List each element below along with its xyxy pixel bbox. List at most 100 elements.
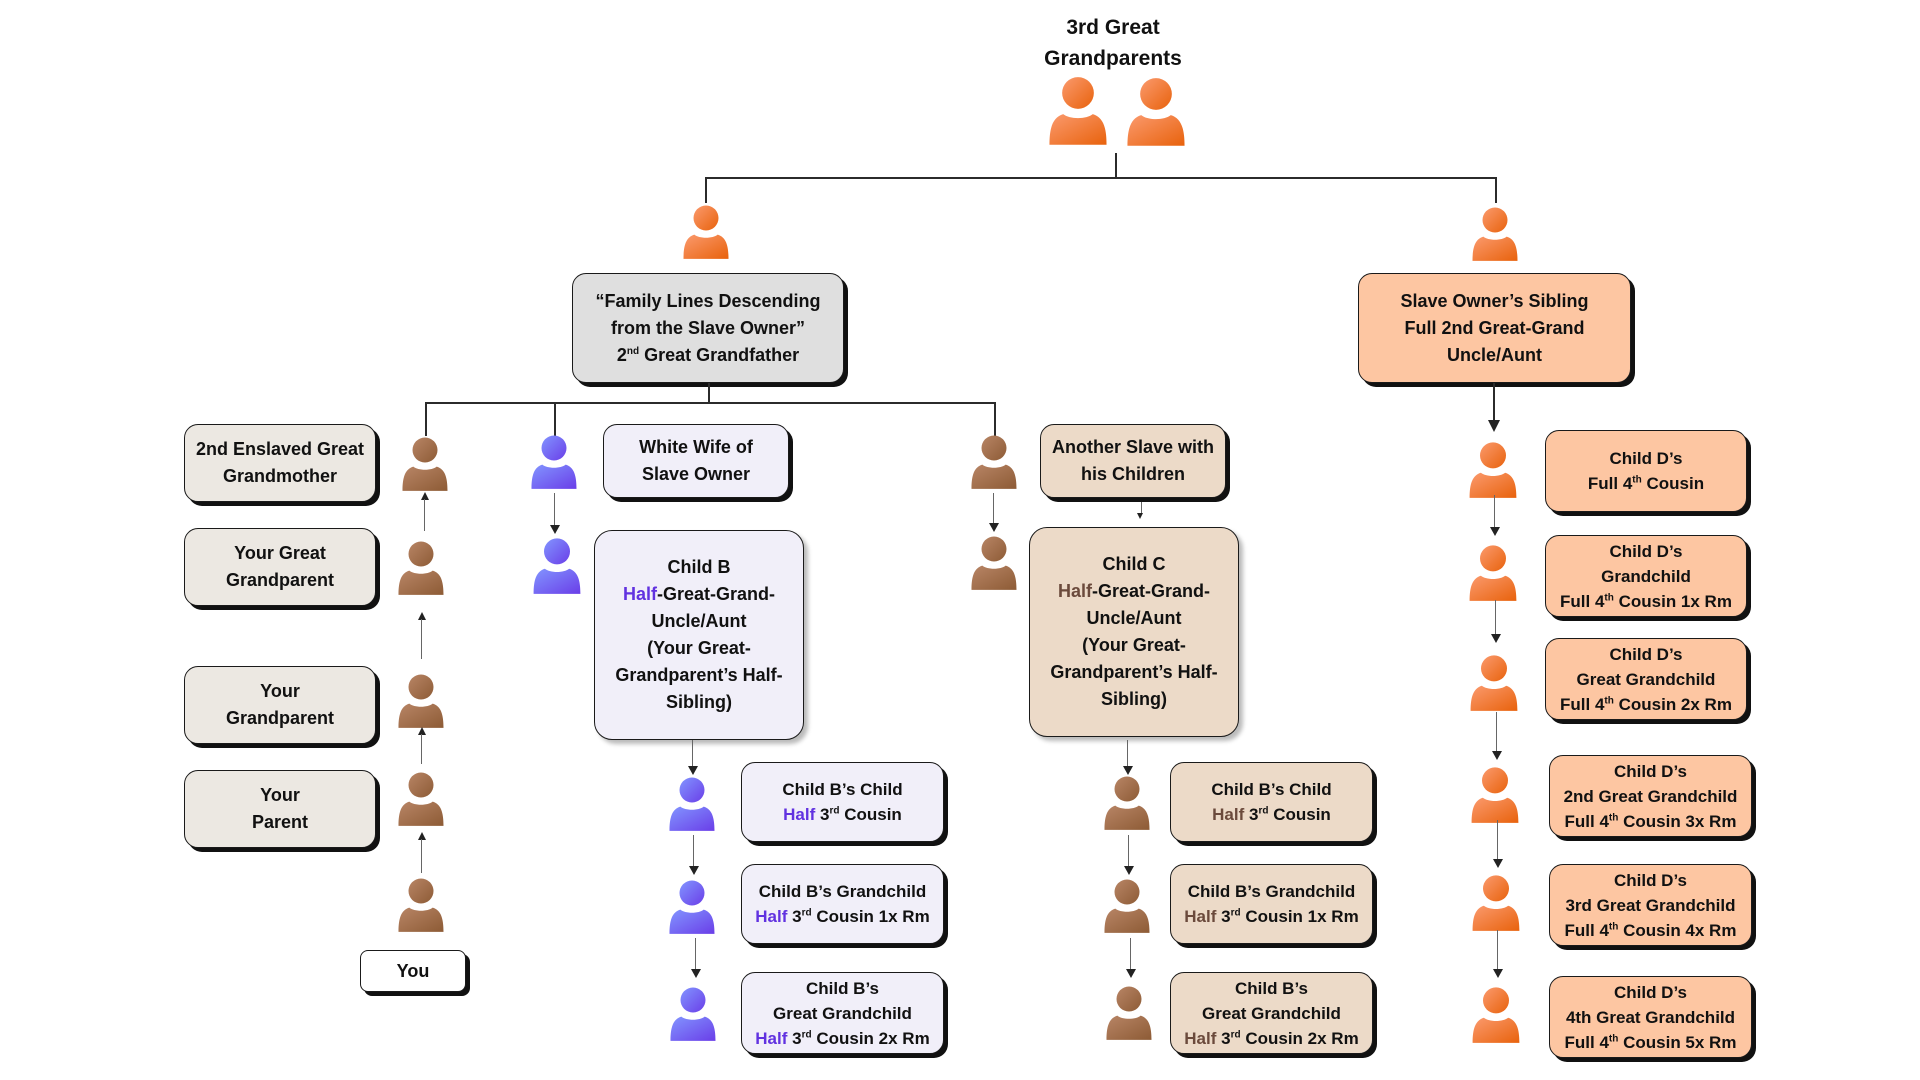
person-icon-3rd-great-grandparent-2 — [1124, 76, 1188, 150]
enslaved-great-grandmother-box: 2nd Enslaved Great Grandmother — [184, 424, 376, 502]
child-b-line4: (Your Great- — [647, 638, 751, 658]
parent-box: Your Parent — [184, 770, 376, 848]
arrow-down-icon — [691, 969, 701, 978]
connector — [1127, 740, 1129, 767]
person-icon-child-c-great-grandchild — [1104, 984, 1154, 1044]
arrow-down-icon — [1126, 969, 1136, 978]
person-icon-slave-owner — [681, 203, 731, 263]
connector — [1497, 820, 1499, 860]
you-label: You — [396, 960, 430, 981]
parent-line2: Parent — [251, 812, 309, 832]
person-icon-child-d-1 — [1467, 440, 1519, 502]
connector — [993, 493, 995, 525]
child-d-box-6: Child D’s 4th Great Grandchild Full 4th … — [1549, 976, 1752, 1058]
child-c-line1: Child C — [1102, 554, 1166, 574]
person-icon-3rd-great-grandparent-1 — [1046, 75, 1110, 149]
connector — [1495, 177, 1497, 203]
child-d-box-4: Child D’s 2nd Great Grandchild Full 4th … — [1549, 755, 1752, 837]
child-c-child-box: Child B’s Child Half 3rd Cousin — [1170, 762, 1373, 842]
child-c-line2: Half-Great-Grand- — [1057, 581, 1211, 601]
child-d-4-line3: Full 4th Cousin 3x Rm — [1564, 811, 1737, 831]
child-d-4-line1: Child D’s — [1613, 761, 1688, 781]
child-b-great-grandchild-line2: Half 3rd Cousin 2x Rm — [755, 1028, 930, 1048]
child-c-line6: Sibling) — [1101, 689, 1167, 709]
arrow-up-icon — [418, 612, 426, 620]
great-grandparent-box: Your Great Grandparent — [184, 528, 376, 606]
connector — [1496, 712, 1498, 752]
connector — [1115, 153, 1117, 178]
owner-sibling-line3: Uncle/Aunt — [1446, 344, 1542, 365]
slave-owner-box: “Family Lines Descending from the Slave … — [572, 273, 844, 383]
connector — [1128, 835, 1130, 867]
person-icon-child-d-4 — [1469, 765, 1521, 827]
child-d-5-line3: Full 4th Cousin 4x Rm — [1564, 920, 1737, 940]
owner-sibling-box: Slave Owner’s Sibling Full 2nd Great-Gra… — [1358, 273, 1631, 383]
arrow-up-icon — [418, 727, 426, 735]
arrow-down-icon — [1490, 527, 1500, 536]
person-icon-owner-sibling — [1470, 205, 1520, 265]
arrow-down-icon — [1488, 420, 1500, 432]
child-c-grandchild-box: Child B’s Grandchild Half 3rd Cousin 1x … — [1170, 864, 1373, 944]
connector — [425, 402, 995, 404]
owner-sibling-line2: Full 2nd Great-Grand — [1404, 317, 1585, 338]
child-b-grandchild-line1: Child B’s Grandchild — [758, 882, 927, 901]
arrow-down-icon — [989, 523, 999, 532]
connector — [1495, 600, 1497, 635]
connector — [424, 499, 426, 531]
child-b-grandchild-line2: Half 3rd Cousin 1x Rm — [755, 907, 930, 926]
person-icon-another-slave — [969, 433, 1019, 493]
child-b-child-line2: Half 3rd Cousin — [783, 805, 902, 824]
arrow-down-icon — [1137, 513, 1143, 519]
arrow-down-icon — [1123, 766, 1133, 775]
slave-owner-line2: from the Slave Owner” — [610, 317, 806, 338]
arrow-down-icon — [1491, 634, 1501, 643]
child-c-grandchild-line2: Half 3rd Cousin 1x Rm — [1184, 907, 1359, 926]
child-b-line6: Sibling) — [666, 692, 732, 712]
child-c-great-grandchild-line1b: Great Grandchild — [1202, 1003, 1341, 1023]
person-icon-parent — [396, 770, 446, 830]
person-icon-white-wife — [529, 433, 579, 493]
another-slave-box: Another Slave with his Children — [1040, 424, 1226, 498]
connector — [421, 619, 423, 659]
child-d-2-line1: Child D’s — [1609, 541, 1683, 561]
child-b-great-grandchild-line1: Child B’s — [805, 978, 880, 998]
grandparent-line1: Your — [260, 681, 300, 701]
person-icon-child-d-3 — [1468, 653, 1520, 715]
root-title-line1: 3rd Great — [1066, 16, 1160, 39]
root-title: 3rd Great Grandparents — [1000, 12, 1226, 74]
great-grandparent-line1: Your Great — [234, 543, 326, 563]
connector — [692, 740, 694, 767]
person-icon-child-b-grandchild — [667, 878, 717, 938]
arrow-down-icon — [1493, 969, 1503, 978]
connector — [1130, 938, 1132, 970]
child-d-box-3: Child D’s Great Grandchild Full 4th Cous… — [1545, 638, 1747, 720]
child-d-2-line3: Full 4th Cousin 1x Rm — [1560, 591, 1732, 611]
child-c-great-grandchild-box: Child B’s Great Grandchild Half 3rd Cous… — [1170, 972, 1373, 1054]
child-d-6-line3: Full 4th Cousin 5x Rm — [1564, 1032, 1737, 1052]
child-c-line3: Uncle/Aunt — [1086, 608, 1182, 628]
connector — [421, 734, 423, 764]
child-d-3-line3: Full 4th Cousin 2x Rm — [1560, 694, 1732, 714]
connector — [1494, 495, 1496, 528]
connector — [705, 177, 1496, 179]
child-b-line1: Child B — [667, 557, 731, 577]
child-d-5-line1: Child D’s — [1613, 870, 1688, 890]
child-b-grandchild-box: Child B’s Grandchild Half 3rd Cousin 1x … — [741, 864, 944, 944]
child-d-4-line2: 2nd Great Grandchild — [1563, 786, 1738, 806]
child-d-box-1: Child D’s Full 4th Cousin — [1545, 430, 1747, 512]
connector — [1141, 502, 1143, 514]
person-icon-child-d-6 — [1470, 985, 1522, 1047]
child-b-child-line1: Child B’s Child — [782, 780, 903, 799]
arrow-up-icon — [418, 832, 426, 840]
arrow-down-icon — [1124, 866, 1134, 875]
white-wife-box: White Wife of Slave Owner — [603, 424, 789, 498]
you-box: You — [360, 950, 466, 992]
enslaved-gg-line1: 2nd Enslaved Great — [195, 439, 365, 459]
parent-line1: Your — [260, 785, 300, 805]
child-d-box-2: Child D’s Grandchild Full 4th Cousin 1x … — [1545, 535, 1747, 617]
grandparent-box: Your Grandparent — [184, 666, 376, 744]
grandparent-line2: Grandparent — [225, 708, 335, 728]
connector — [705, 177, 707, 203]
person-icon-child-b-child — [667, 775, 717, 835]
child-d-1-line3: Full 4th Cousin — [1587, 474, 1705, 493]
